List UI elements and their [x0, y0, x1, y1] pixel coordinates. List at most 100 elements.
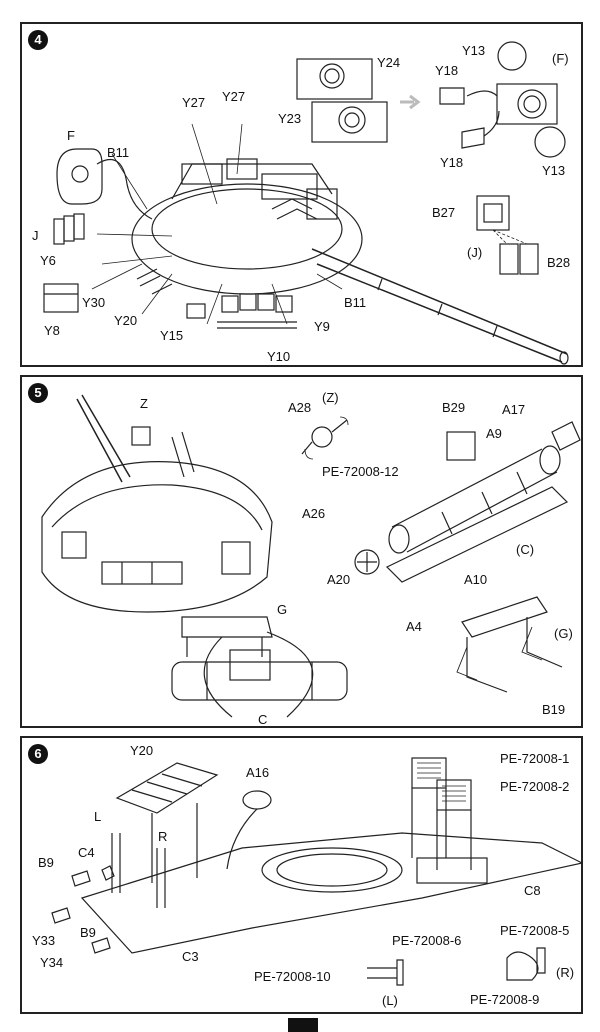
gun-barrel-rear [76, 394, 131, 483]
part-j-box [53, 218, 65, 245]
callout-label: Y6 [40, 253, 56, 268]
detail-r [506, 951, 539, 981]
callout-label: (G) [554, 626, 573, 641]
page-number-badge [288, 1018, 318, 1032]
part-y20 [115, 762, 219, 814]
callout-label: PE-72008-9 [470, 992, 540, 1007]
callout-label: L [94, 809, 102, 824]
part-a10 [385, 486, 569, 583]
callout-label: A4 [406, 619, 422, 634]
part-a28 [311, 426, 333, 448]
part-y8 [43, 283, 79, 313]
callout-label: A17 [502, 402, 526, 417]
callout-label: PE-72008-12 [322, 464, 399, 479]
callout-label: PE-72008-10 [254, 969, 331, 984]
step-4-number: 4 [28, 30, 48, 50]
callout-label: Y18 [440, 155, 464, 170]
callout-label: Y24 [377, 55, 401, 70]
callout-label: Z [140, 396, 148, 411]
callout-label: Y18 [435, 63, 459, 78]
callout-label: Y15 [160, 328, 184, 343]
part-a4 [461, 596, 548, 638]
callout-label: B11 [344, 295, 367, 310]
callout-label: Y27 [222, 89, 246, 104]
detail-l [367, 967, 397, 979]
part-b29 [446, 431, 476, 461]
part-a17 [551, 421, 581, 451]
callout-label: Y20 [130, 743, 154, 758]
part-c4 [101, 865, 115, 881]
part-z [131, 426, 151, 446]
pe-grille-1 [411, 757, 447, 789]
step-4-panel: 4 F B11 Y27 Y27 Y24 Y23 Y13 (F) Y18 Y18 … [20, 22, 583, 367]
callout-label: A9 [486, 426, 502, 441]
part-c [171, 661, 348, 701]
part-b28 [499, 243, 519, 275]
callout-label: Y30 [82, 295, 106, 310]
callout-label: C3 [182, 949, 199, 964]
pe-grille-2 [436, 779, 472, 811]
part-b9 [71, 870, 91, 887]
callout-label: Y27 [182, 95, 206, 110]
callout-label: PE-72008-1 [500, 751, 570, 766]
part-b27 [476, 195, 510, 231]
part-y33 [51, 907, 71, 924]
callout-label: Y9 [314, 319, 330, 334]
part-l [111, 833, 121, 893]
callout-label: (F) [552, 51, 569, 66]
step-5-number: 5 [28, 383, 48, 403]
step-6-number: 6 [28, 744, 48, 764]
callout-label: (Z) [322, 390, 339, 405]
callout-label: B28 [547, 255, 571, 270]
callout-label: C8 [524, 883, 541, 898]
step-6-drawing [51, 757, 581, 986]
callout-label: C [258, 712, 268, 727]
callout-label: Y23 [278, 111, 302, 126]
part-g [181, 616, 273, 657]
callout-label: (C) [516, 542, 535, 557]
gun-barrel [311, 248, 568, 363]
callout-label: J [32, 228, 39, 243]
step-5-drawing [41, 394, 581, 718]
callout-label: B29 [442, 400, 466, 415]
part-f-light [56, 148, 103, 205]
part-r [156, 848, 166, 908]
callout-label: B27 [432, 205, 456, 220]
part-a16 [242, 790, 272, 810]
callout-label: R [158, 829, 168, 844]
callout-label: Y20 [114, 313, 138, 328]
callout-label: (J) [467, 245, 483, 260]
part-y24 [296, 58, 373, 100]
callout-label: B9 [80, 925, 96, 940]
callout-label: B19 [542, 702, 566, 717]
callout-label: A16 [246, 765, 270, 780]
part-f-detail [496, 83, 558, 125]
callout-label: Y10 [267, 349, 291, 364]
callout-label: G [277, 602, 288, 617]
callout-label: B11 [107, 145, 130, 160]
part-a20 [354, 549, 380, 575]
part-y15 [186, 303, 206, 319]
callout-label: C4 [78, 845, 95, 860]
part-y34 [91, 937, 111, 954]
hull-deck [80, 832, 581, 954]
callout-label: Y13 [462, 43, 486, 58]
callout-label: Y13 [542, 163, 566, 178]
turret-ring [261, 847, 403, 893]
callout-label: A20 [327, 572, 351, 587]
callout-label: B9 [38, 855, 54, 870]
callout-label: A28 [288, 400, 312, 415]
callout-label: PE-72008-5 [500, 923, 570, 938]
step-4-drawing [43, 41, 569, 365]
callout-label: Y8 [44, 323, 60, 338]
step-6-panel: 6 Y20 A16 PE-72008-1 PE-72008-2 L C4 R B… [20, 736, 583, 1014]
callout-label: (L) [382, 993, 398, 1008]
turret-top-blocks [171, 163, 333, 200]
callout-label: A10 [464, 572, 488, 587]
part-y23 [311, 101, 388, 143]
callout-label: Y33 [32, 933, 56, 948]
callout-label: PE-72008-6 [392, 933, 462, 948]
callout-label: A26 [302, 506, 326, 521]
callout-label: Y34 [40, 955, 64, 970]
callout-label: PE-72008-2 [500, 779, 570, 794]
